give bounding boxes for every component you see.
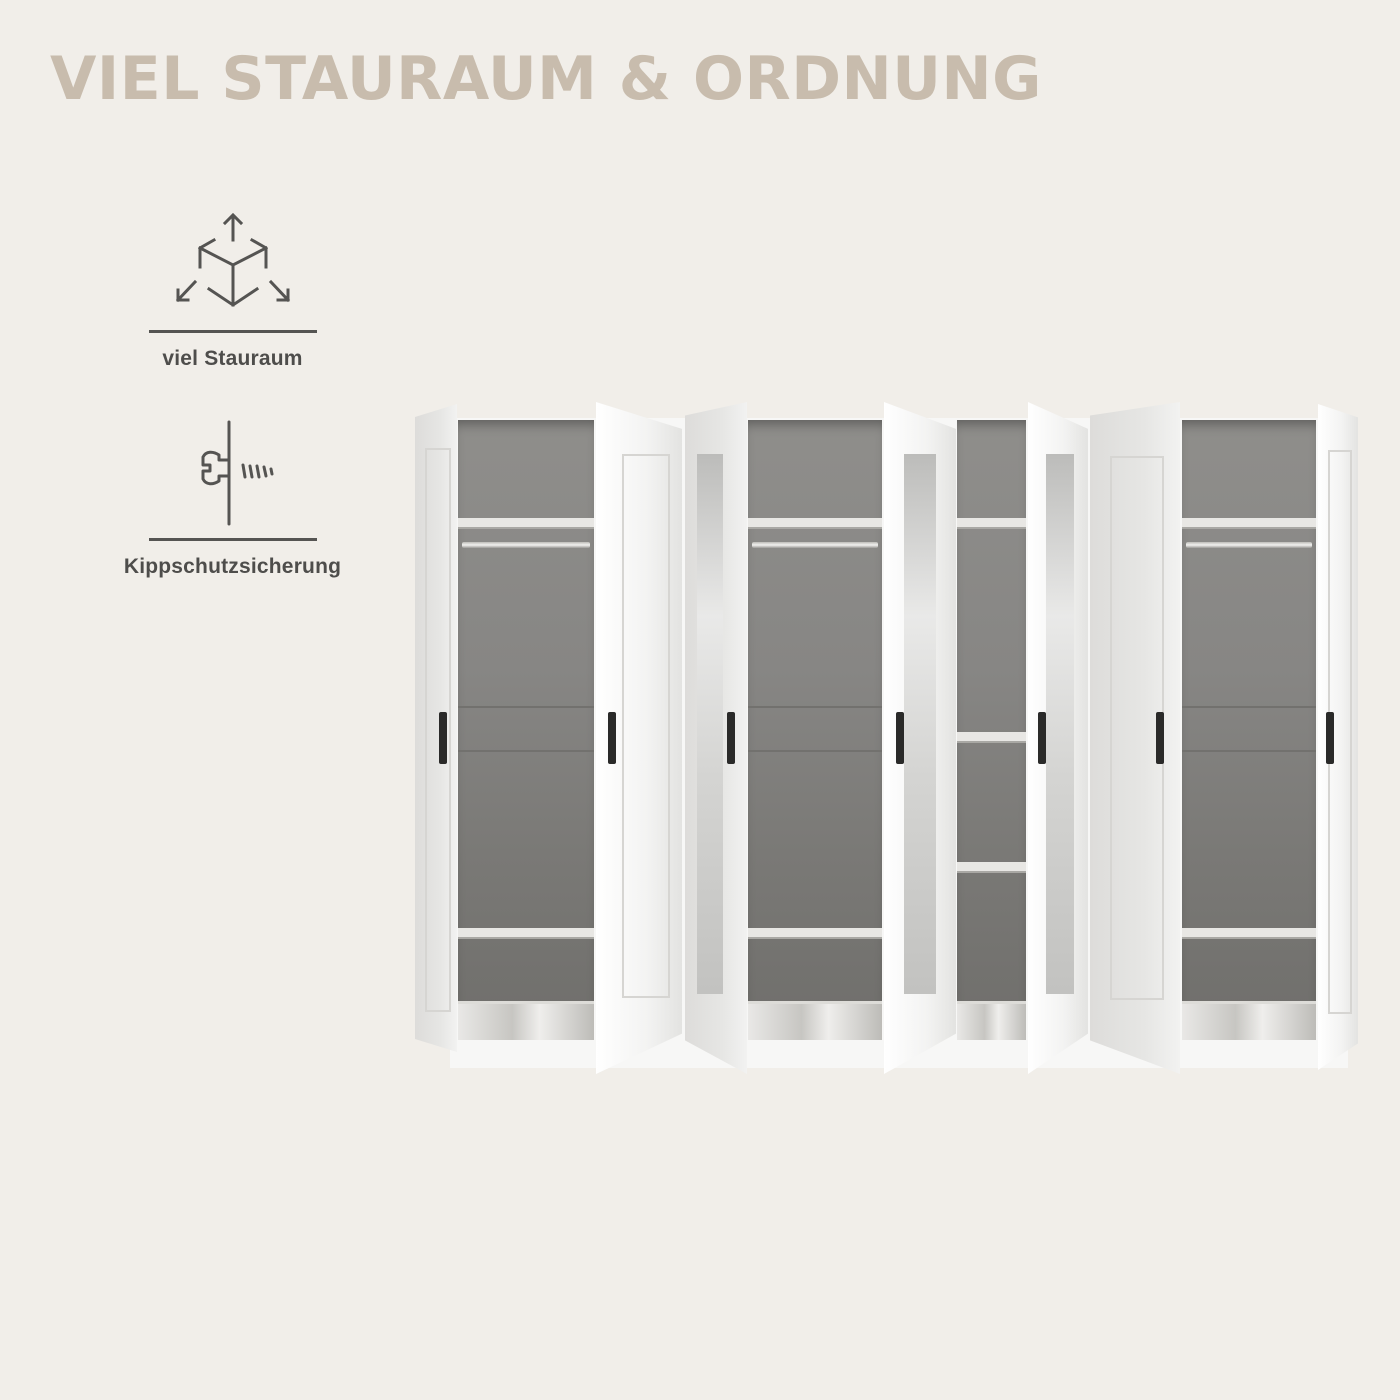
door-panel — [425, 448, 451, 1012]
wardrobe-door-6 — [1090, 402, 1180, 1074]
anti-tip-bracket-icon — [201, 420, 273, 526]
clothes-rail — [462, 542, 590, 548]
divider-line — [1182, 750, 1316, 752]
bottom-shelf — [1182, 1001, 1316, 1040]
door-handle — [1038, 712, 1046, 764]
shelf — [957, 518, 1026, 529]
divider-line — [748, 750, 882, 752]
feature-storage: viel Stauraum — [100, 212, 365, 371]
feature-divider — [148, 538, 317, 541]
divider-line — [458, 706, 594, 708]
shelf — [748, 928, 882, 939]
feature-label-storage: viel Stauraum — [162, 347, 303, 370]
wardrobe-door-5-mirror — [1028, 402, 1088, 1074]
feature-divider — [148, 330, 317, 333]
shelf — [1182, 928, 1316, 939]
bottom-shelf — [748, 1001, 882, 1040]
wardrobe-door-1 — [415, 404, 457, 1052]
door-handle — [1326, 712, 1334, 764]
door-mirror — [904, 454, 936, 994]
shelf — [957, 732, 1026, 743]
door-handle — [1156, 712, 1164, 764]
top-shelf — [1182, 518, 1316, 529]
compartment-center-left — [748, 420, 882, 1040]
clothes-rail — [1186, 542, 1312, 548]
compartment-right — [1182, 420, 1316, 1040]
page-title: VIEL STAURAUM & ORDNUNG — [50, 44, 1042, 114]
wardrobe-door-4-mirror — [884, 402, 956, 1074]
divider-line — [458, 750, 594, 752]
wardrobe-door-2 — [596, 402, 682, 1074]
clothes-rail — [752, 542, 878, 548]
feature-label-anti-tip: Kippschutzsicherung — [123, 555, 342, 578]
door-handle — [727, 712, 735, 764]
compartment-left — [458, 420, 594, 1040]
compartment-narrow-center — [957, 420, 1026, 1040]
wardrobe-door-3-mirror — [685, 402, 747, 1074]
top-shelf — [748, 518, 882, 529]
divider-line — [748, 706, 882, 708]
door-panel — [622, 454, 670, 998]
door-mirror — [697, 454, 723, 994]
shelf — [458, 928, 594, 939]
door-handle — [439, 712, 447, 764]
door-mirror — [1046, 454, 1074, 994]
shelf — [957, 862, 1026, 873]
bottom-shelf — [957, 1001, 1026, 1040]
feature-anti-tip: Kippschutzsicherung — [100, 418, 365, 579]
wardrobe-door-7 — [1318, 404, 1358, 1070]
cube-expand-icon — [175, 212, 290, 307]
divider-line — [1182, 706, 1316, 708]
bottom-shelf — [458, 1001, 594, 1040]
door-handle — [608, 712, 616, 764]
top-shelf — [458, 518, 594, 529]
door-handle — [896, 712, 904, 764]
